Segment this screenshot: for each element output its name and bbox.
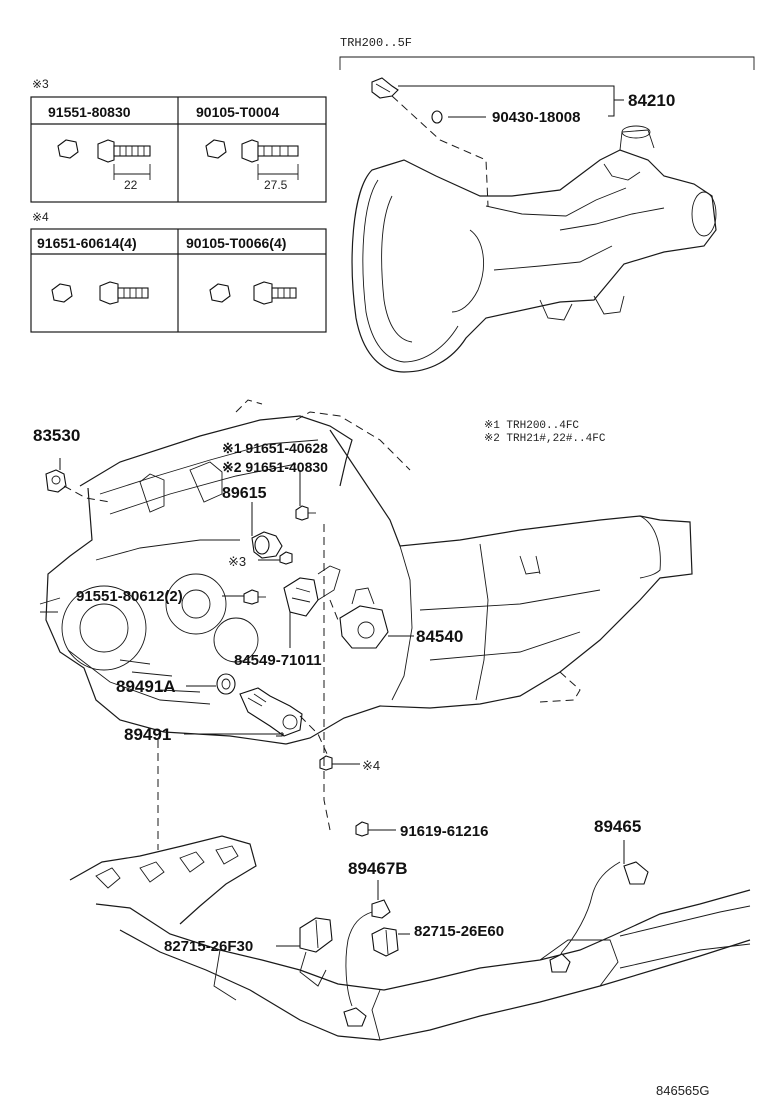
callout-82715-26E60[interactable]: 82715-26E60 <box>414 923 504 940</box>
callout-84540[interactable]: 84540 <box>416 627 463 646</box>
callout-89465[interactable]: 89465 <box>594 817 641 836</box>
engine-and-automatic-transmission-illustration <box>39 399 693 745</box>
gasket-90430 <box>431 110 443 124</box>
knock-sensor-83530 <box>45 469 67 493</box>
sensor-89615 <box>251 531 283 559</box>
callout-82715-26F30[interactable]: 82715-26F30 <box>164 938 253 955</box>
bolt-short-icon <box>99 281 149 305</box>
callout-91551-80612[interactable]: 91551-80612(2) <box>76 588 183 605</box>
hex-head-icon <box>205 139 227 159</box>
install-line-89491 <box>299 715 329 757</box>
callout-84210[interactable]: 84210 <box>628 91 675 110</box>
bolt-91551-80612-icon <box>243 589 266 605</box>
callout-91619-61216[interactable]: 91619-61216 <box>400 823 488 840</box>
vertical-install-line <box>323 524 331 831</box>
note-1: ※1 TRH200..4FC <box>484 420 579 432</box>
exhaust-system-illustration <box>69 835 751 1041</box>
bolt-91651-icon <box>295 505 316 521</box>
oxygen-sensor-89465 <box>549 861 649 973</box>
switch-install-line <box>391 95 489 207</box>
transmission-5f-group: TRH200..5F 84210 90430-18 <box>339 36 755 373</box>
dimension-line <box>113 164 151 180</box>
install-line-83530 <box>63 485 111 503</box>
callout-83530[interactable]: 83530 <box>33 426 80 445</box>
backup-light-switch-84210 <box>371 77 399 99</box>
note-2: ※2 TRH21#,22#..4FC <box>484 433 606 445</box>
bolt-mark3-icon <box>279 551 293 565</box>
hex-head-icon <box>51 283 73 303</box>
dimension-line <box>257 164 299 180</box>
table3-mark: ※3 <box>32 77 49 91</box>
o-ring-89491A <box>216 673 236 695</box>
engine-code-label: TRH200..5F <box>340 36 412 50</box>
hex-head-icon <box>57 139 79 159</box>
diagram-id: 846565G <box>656 1083 710 1098</box>
callout-91651-40628[interactable]: ※1 91651-40628 <box>222 440 328 456</box>
table4-part-91651-60614[interactable]: 91651-60614(4) <box>37 235 137 251</box>
install-line-84540 <box>329 599 339 621</box>
bracket-84549 <box>283 565 341 617</box>
table3-part-90105-T0004[interactable]: 90105-T0004 <box>196 104 280 120</box>
table4-mark: ※4 <box>32 210 49 224</box>
callout-84549-71011[interactable]: 84549-71011 <box>234 652 322 669</box>
callout-mark3[interactable]: ※3 <box>228 554 246 569</box>
manual-transmission-illustration <box>351 125 717 373</box>
table3-part-91551-80830[interactable]: 91551-80830 <box>48 104 131 120</box>
callout-89615[interactable]: 89615 <box>222 485 267 502</box>
callout-mark4[interactable]: ※4 <box>362 758 380 773</box>
bolt-table-3: ※3 91551-80830 90105-T0004 22 27.5 <box>30 77 327 203</box>
bolt-27-5-icon <box>241 139 299 163</box>
bolt-22-icon <box>97 139 151 163</box>
bracket-82715-26F30 <box>299 917 333 987</box>
callout-91651-40830[interactable]: ※2 91651-40830 <box>222 459 328 475</box>
leader-84210-b <box>608 99 624 117</box>
bolt-table-4: ※4 91651-60614(4) 90105-T0066(4) <box>30 210 327 333</box>
callout-89467B[interactable]: 89467B <box>348 859 408 878</box>
callout-89491[interactable]: 89491 <box>124 725 171 744</box>
hex-head-icon <box>209 283 231 303</box>
table3-dim-27-5: 27.5 <box>264 178 288 192</box>
bolt-mark4-icon <box>319 755 333 771</box>
table4-part-90105-T0066[interactable]: 90105-T0066(4) <box>186 235 286 251</box>
bracket-82715-26E60 <box>371 927 399 957</box>
callout-89491A[interactable]: 89491A <box>116 677 176 696</box>
speed-sensor-89491 <box>239 687 303 737</box>
table3-dim-22: 22 <box>124 178 138 192</box>
bolt-91619-icon <box>355 821 369 837</box>
engine-code-bracket <box>339 56 755 70</box>
oxygen-sensor-89467B <box>343 899 391 1027</box>
neutral-start-switch-84540 <box>339 587 389 649</box>
callout-90430-18008[interactable]: 90430-18008 <box>492 109 580 126</box>
bolt-short-icon <box>253 281 297 305</box>
